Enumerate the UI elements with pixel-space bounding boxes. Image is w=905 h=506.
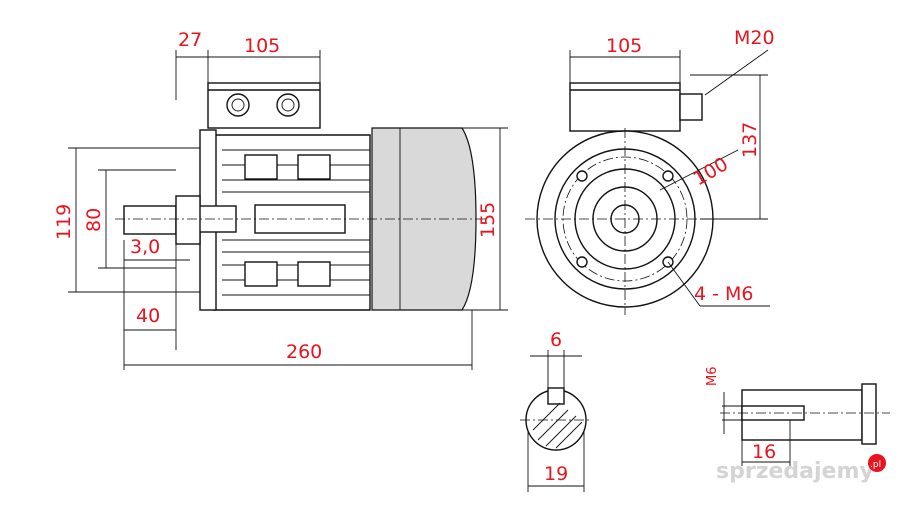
key-slot [547,387,565,405]
dim-m6-thread: M6 [705,367,720,387]
side-dimension-lines [569,49,770,307]
m20-gland [679,93,703,121]
bolt-hole [576,170,588,182]
bolt-hole [576,256,588,268]
dim-155: 155 [477,202,499,238]
watermark-brand: sprzedajemy [716,459,874,484]
dim-19: 19 [544,463,568,485]
dim-105-side: 105 [606,35,642,57]
dim-80: 80 [83,208,105,232]
shaft [123,205,177,235]
cable-gland-left [226,93,250,117]
bolt-hole [662,170,674,182]
dim-137: 137 [739,122,761,158]
dim-105-front: 105 [244,35,280,57]
watermark-badge [868,454,886,472]
cooling-fins [222,149,370,296]
watermark: sprzedajemy .pl [716,454,886,484]
dim-16: 16 [752,441,776,463]
front-view [115,82,485,311]
shaft-section [520,350,592,492]
dim-119: 119 [53,204,75,240]
side-terminal-box [569,82,681,132]
dim-27: 27 [178,29,202,51]
dim-260: 260 [286,341,322,363]
dim-m20: M20 [734,27,775,49]
watermark-tld: .pl [870,460,881,470]
front-dimension-lines [68,50,508,370]
dim-3-0: 3,0 [130,236,160,258]
dim-40: 40 [136,305,160,327]
dim-4-m6: 4 - M6 [694,283,754,305]
side-view [525,82,725,315]
dim-key-6: 6 [550,329,562,351]
cable-gland-right [276,93,300,117]
shaft-end-detail [720,383,890,466]
